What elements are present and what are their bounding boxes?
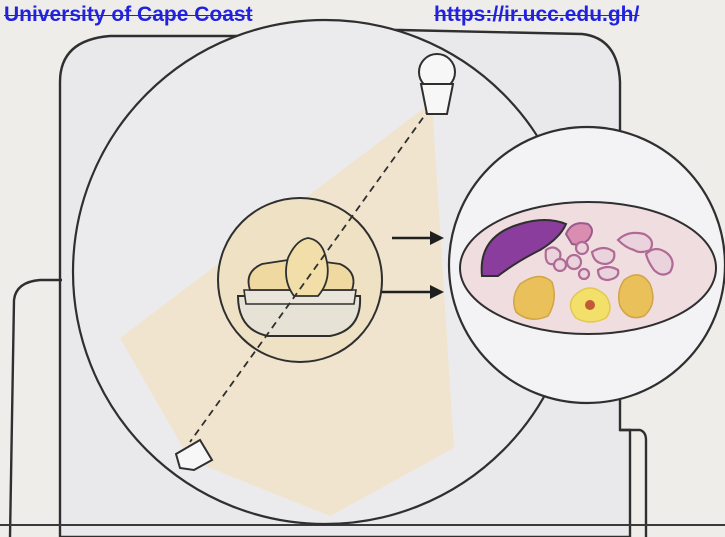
watermark-institution: University of Cape Coast bbox=[4, 3, 253, 27]
xray-tube-icon bbox=[419, 54, 455, 114]
watermark-url: https://ir.ucc.edu.gh/ bbox=[434, 3, 639, 27]
kidney-right bbox=[619, 275, 653, 318]
vertebra bbox=[585, 300, 595, 310]
